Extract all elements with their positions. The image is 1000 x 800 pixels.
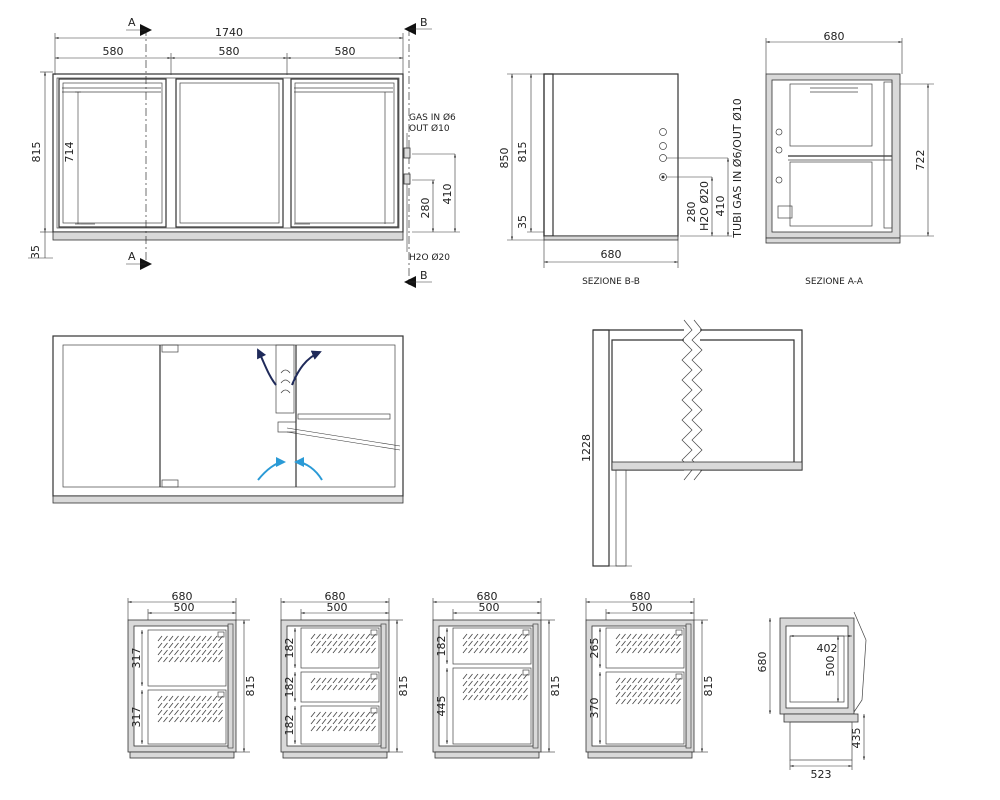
front-foot-height: 35 (29, 245, 42, 259)
side-dim-410: 410 (714, 196, 727, 217)
drawer-width: 680 (477, 590, 498, 603)
drawer-width: 680 (172, 590, 193, 603)
compartment-height: 445 (435, 696, 448, 717)
compartment-height: 265 (588, 638, 601, 659)
drawer-width: 680 (325, 590, 346, 603)
front-module-width-1: 580 (103, 45, 124, 58)
section-aa-caption: SEZIONE A-A (805, 277, 864, 287)
side-dim-280: 280 (685, 202, 698, 223)
drawer-height: 815 (244, 676, 257, 697)
side-view: 850 815 35 680 280 H2O Ø20 410 TUBI GAS … (498, 73, 744, 287)
drawer-inner-width: 500 (327, 601, 348, 614)
front-h2o-label: H2O Ø20 (409, 252, 450, 263)
compartment-height: 182 (435, 636, 448, 657)
detail-depth: 680 (756, 652, 769, 673)
front-dim-280: 280 (419, 198, 432, 219)
section-a-top: A (128, 16, 136, 29)
drawer-width: 680 (630, 590, 651, 603)
front-module-width-3: 580 (335, 45, 356, 58)
front-gas-label-2: OUT Ø10 (409, 123, 450, 134)
side-foot-height: 35 (516, 215, 529, 229)
front-dim-410: 410 (441, 184, 454, 205)
drawer-inner-width: 500 (174, 601, 195, 614)
compartment-height: 317 (130, 648, 143, 669)
compartment-height: 317 (130, 707, 143, 728)
side-depth: 680 (601, 248, 622, 261)
drawer-height: 815 (702, 676, 715, 697)
section-aa-width: 680 (824, 30, 845, 43)
side-caption: SEZIONE B-B (582, 277, 640, 287)
drawer-inner-width: 500 (632, 601, 653, 614)
side-total-height: 850 (498, 148, 511, 169)
section-a-bottom: A (128, 250, 136, 263)
section-aa-height: 722 (914, 150, 927, 171)
section-b-bottom: B (420, 269, 428, 282)
front-view: 1740 580 580 580 714 (28, 16, 460, 288)
drawer-height: 815 (397, 676, 410, 697)
front-module-width-2: 580 (219, 45, 240, 58)
detail-height: 435 (850, 728, 863, 749)
drawer-views: 6805003173178156805001821821828156805001… (127, 590, 715, 759)
drawer-height: 815 (549, 676, 562, 697)
side-h2o-label: H2O Ø20 (698, 181, 711, 231)
compartment-height: 182 (283, 715, 296, 736)
front-height: 815 (30, 142, 43, 163)
section-b-top: B (420, 16, 428, 29)
detail-width: 402 (817, 642, 838, 655)
partial-section-view: 1228 (580, 319, 803, 567)
compartment-height: 370 (588, 698, 601, 719)
section-aa-view: 680 722 SEZIONE A-A (765, 30, 934, 287)
compartment-height: 182 (283, 677, 296, 698)
side-height: 815 (516, 142, 529, 163)
compartment-height: 182 (283, 638, 296, 659)
front-overall-width: 1740 (215, 26, 243, 39)
drawer-detail-view: 402 500 680 435 523 (756, 611, 867, 781)
detail-inner-depth: 500 (824, 656, 837, 677)
side-tubi-label: TUBI GAS IN Ø6/OUT Ø10 (731, 98, 744, 239)
plan-view (52, 335, 404, 504)
front-door-height: 714 (63, 142, 76, 163)
detail-bottom-width: 523 (811, 768, 832, 781)
drawer-inner-width: 500 (479, 601, 500, 614)
partial-height: 1228 (580, 434, 593, 462)
front-gas-label-1: GAS IN Ø6 (409, 112, 456, 123)
